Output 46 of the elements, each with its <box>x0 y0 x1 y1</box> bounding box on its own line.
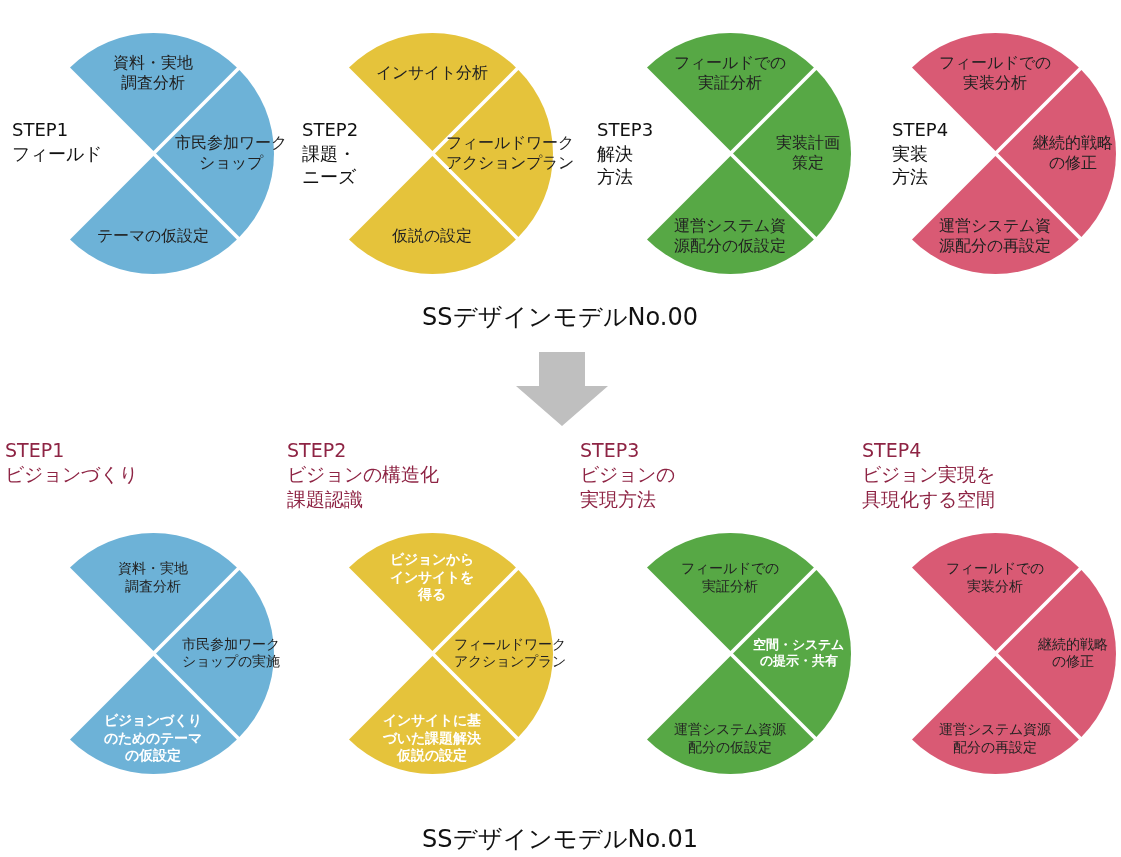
step-heading: ビジョンの構造化課題認識 <box>287 462 440 512</box>
segment-label: 実装計画策定 <box>775 133 841 173</box>
segment-label: フィールドでの実装分析 <box>945 559 1045 595</box>
step-number: STEP4 <box>892 118 950 142</box>
segment-label: 仮説の設定 <box>391 225 473 246</box>
segment-label: 運営システム資源配分の再設定 <box>938 215 1052 256</box>
segment-label: フィールドでの実装分析 <box>938 52 1052 93</box>
segment-label: 空間・システムの提示・共有 <box>752 636 846 670</box>
pie-segment <box>348 532 516 651</box>
pie-segment <box>69 532 237 651</box>
segment-label: 資料・実地調査分析 <box>112 52 194 93</box>
segment-label: 運営システム資源配分の再設定 <box>938 720 1052 756</box>
step-label: フィールド <box>12 142 103 166</box>
step-number: STEP3 <box>597 118 655 142</box>
step-heading: ビジョンづくり <box>5 462 139 487</box>
step-number: STEP2 <box>302 118 360 142</box>
segment-label: フィールドでの実証分析 <box>680 559 780 595</box>
step-heading: ビジョン実現を具現化する空間 <box>862 462 996 512</box>
step-number: STEP3 <box>580 438 641 463</box>
segment-label: フィールドでの実証分析 <box>673 52 787 93</box>
segment-label: 継続的戦略の修正 <box>1037 635 1109 671</box>
step-number: STEP1 <box>5 438 66 463</box>
segment-label: ビジョンからインサイトを得る <box>389 551 475 604</box>
pie-segment <box>911 655 1079 774</box>
segment-label: 市民参加ワークショップ <box>174 133 288 173</box>
segment-label: 運営システム資源配分の仮設定 <box>673 720 787 756</box>
segment-label: 資料・実地調査分析 <box>117 559 189 595</box>
step-heading: ビジョンの実現方法 <box>580 462 676 512</box>
segment-label: 運営システム資源配分の仮設定 <box>673 215 787 256</box>
step-number: STEP4 <box>862 438 923 463</box>
caption: SSデザインモデルNo.00 <box>421 302 699 333</box>
step-label: 課題・ニーズ <box>302 142 357 189</box>
step-label: 実装方法 <box>892 142 929 189</box>
step-number: STEP1 <box>12 118 70 142</box>
segment-label: 継続的戦略の修正 <box>1032 133 1114 173</box>
segment-label: インサイトに基づいた課題解決仮説の設定 <box>382 711 482 765</box>
pie-segment <box>911 532 1079 651</box>
step-label: 解決方法 <box>597 142 634 189</box>
caption: SSデザインモデルNo.01 <box>421 824 699 855</box>
pie-segment <box>69 655 237 774</box>
step-number: STEP2 <box>287 438 348 463</box>
segment-label: フィールドワークアクションプラン <box>453 635 567 671</box>
segment-label: テーマの仮設定 <box>96 225 210 246</box>
segment-label: インサイト分析 <box>375 62 489 83</box>
segment-label: ビジョンづくりのためのテーマの仮設定 <box>103 711 203 765</box>
pie-segment <box>646 655 814 774</box>
